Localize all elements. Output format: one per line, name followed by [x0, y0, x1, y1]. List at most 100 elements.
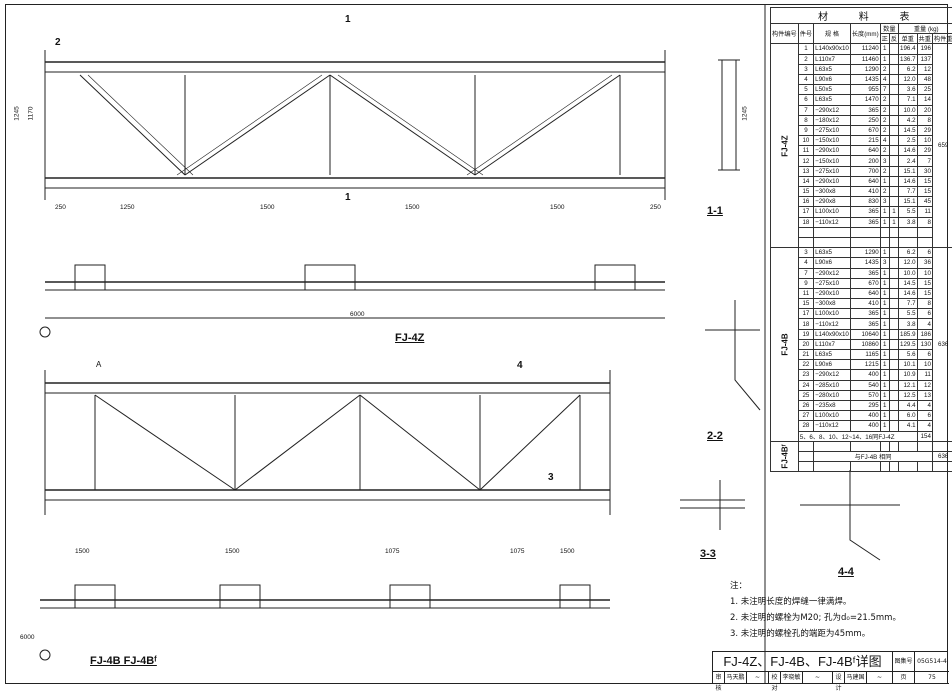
spec: −290x10	[814, 176, 851, 186]
blank-cell	[850, 237, 880, 247]
length: 640	[850, 146, 880, 156]
part-no: 11	[798, 288, 813, 298]
length: 410	[850, 299, 880, 309]
length: 1165	[850, 350, 880, 360]
total-weight: 10	[917, 136, 932, 146]
qty-pos: 1	[880, 360, 889, 370]
length: 540	[850, 380, 880, 390]
spec: −110x12	[814, 421, 851, 431]
dimension-total: 6000	[20, 634, 34, 641]
part-no: 7	[798, 105, 813, 115]
part-no: 7	[798, 268, 813, 278]
height-dimension: 1170	[27, 107, 34, 121]
qty-neg	[889, 319, 898, 329]
spec: L100x10	[814, 411, 851, 421]
reviewer: 马天鹏	[725, 672, 747, 684]
part-no: 18	[798, 217, 813, 227]
qty-neg	[889, 125, 898, 135]
qty-pos: 1	[880, 390, 889, 400]
spec: L63x5	[814, 95, 851, 105]
qty-pos: 1	[880, 309, 889, 319]
cut-mark-4: 4	[517, 360, 523, 371]
total-weight: 30	[917, 166, 932, 176]
note-item: 3. 未注明的螺栓孔的端距为45mm。	[730, 626, 901, 642]
length: 1435	[850, 258, 880, 268]
part-no: 23	[798, 370, 813, 380]
part-no: 12	[798, 156, 813, 166]
total-weight: 15	[917, 288, 932, 298]
qty-neg	[889, 278, 898, 288]
summary-text: 5、6、8、10、12~14、16同FJ-4Z	[798, 431, 917, 441]
total-weight: 20	[917, 105, 932, 115]
blank-cell	[798, 237, 813, 247]
page-number: 75	[915, 672, 949, 684]
header-length: 长度(mm)	[850, 24, 880, 44]
total-weight: 11	[917, 207, 932, 217]
axis-marker	[40, 327, 50, 337]
atlas-number: 05G514-4	[915, 652, 949, 672]
qty-pos: 2	[880, 105, 889, 115]
part-no: 11	[798, 146, 813, 156]
qty-pos: 1	[880, 319, 889, 329]
length: 570	[850, 390, 880, 400]
unit-weight: 10.1	[899, 360, 917, 370]
table-title: 材 料 表	[771, 8, 952, 24]
qty-pos: 2	[880, 187, 889, 197]
part-no: 10	[798, 136, 813, 146]
spec: −290x10	[814, 288, 851, 298]
section-4-4-label: 4-4	[838, 566, 854, 578]
spec: L110x7	[814, 339, 851, 349]
spec: −180x12	[814, 115, 851, 125]
qty-pos: 1	[880, 421, 889, 431]
total-weight: 25	[917, 85, 932, 95]
dimension-total: 6000	[350, 311, 364, 318]
unit-weight: 14.5	[899, 125, 917, 135]
title-block: FJ-4Z、FJ-4B、FJ-4Bᶠ详图 图集号 05G514-4 审核 马天鹏…	[712, 651, 948, 684]
total-weight: 12	[917, 380, 932, 390]
header-qty: 数量	[880, 24, 898, 34]
qty-pos: 4	[880, 136, 889, 146]
qty-pos: 2	[880, 95, 889, 105]
qty-neg	[889, 85, 898, 95]
section-2-2-label: 2-2	[707, 430, 723, 442]
dimension-label: 250	[650, 204, 661, 211]
unit-weight: 14.6	[899, 146, 917, 156]
qty-pos: 1	[880, 299, 889, 309]
total-weight: 196	[917, 44, 932, 54]
total-weight: 11	[917, 370, 932, 380]
length: 10640	[850, 329, 880, 339]
qty-pos: 1	[880, 329, 889, 339]
total-weight: 8	[917, 115, 932, 125]
part-no: 8	[798, 115, 813, 125]
total-weight: 137	[917, 54, 932, 64]
blank-cell	[814, 227, 851, 237]
length: 250	[850, 115, 880, 125]
unit-weight: 129.5	[899, 339, 917, 349]
unit-weight: 6.0	[899, 411, 917, 421]
qty-neg	[889, 176, 898, 186]
length: 955	[850, 85, 880, 95]
total-weight: 13	[917, 390, 932, 400]
unit-weight: 12.5	[899, 390, 917, 400]
dimension-label: 1500	[260, 204, 274, 211]
part-no: 21	[798, 350, 813, 360]
qty-pos: 1	[880, 207, 889, 217]
qty-pos: 1	[880, 400, 889, 410]
length: 700	[850, 166, 880, 176]
qty-pos: 1	[880, 411, 889, 421]
cut-mark-a: A	[96, 360, 101, 369]
unit-weight: 2.4	[899, 156, 917, 166]
unit-weight: 2.5	[899, 136, 917, 146]
member-id: FJ-4B	[771, 248, 799, 442]
total-weight: 6	[917, 411, 932, 421]
check-label: 校对	[769, 672, 781, 684]
total-weight: 4	[917, 319, 932, 329]
cut-mark-2: 2	[55, 37, 61, 48]
qty-neg: 1	[889, 217, 898, 227]
unit-weight: 10.0	[899, 268, 917, 278]
length: 400	[850, 421, 880, 431]
unit-weight: 6.2	[899, 248, 917, 258]
total-weight: 130	[917, 339, 932, 349]
dimension-label: 1250	[120, 204, 134, 211]
